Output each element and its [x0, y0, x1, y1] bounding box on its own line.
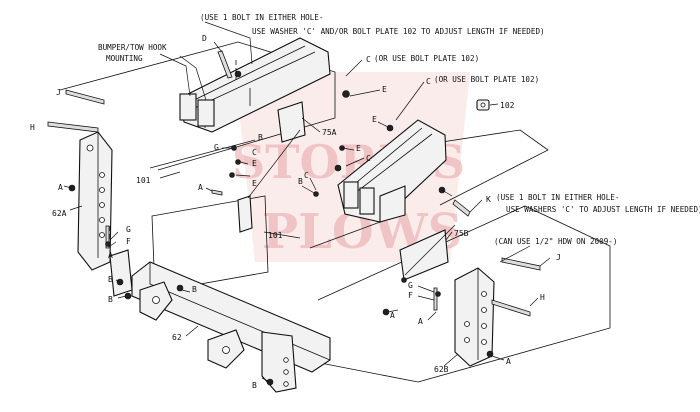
label-G-right: G: [408, 281, 413, 290]
note-c-plate-1: (OR USE BOLT PLATE 102): [374, 54, 479, 63]
ref-plane-right-top: [389, 129, 549, 206]
label-H-left: H: [30, 123, 35, 132]
rod-101-left: [149, 139, 256, 169]
label-B-center: B: [298, 177, 303, 186]
label-A-left2: A: [108, 251, 113, 260]
label-B-left3: B: [192, 285, 197, 294]
side-bracket-62A: [77, 131, 113, 271]
label-E-c1: E: [356, 144, 361, 153]
label-101-center: 101: [268, 231, 283, 240]
label-B-mid: B: [258, 133, 263, 142]
label-75A: 75A: [322, 128, 337, 137]
label-B-left: B: [108, 275, 113, 284]
label-C-center: C: [304, 171, 309, 180]
ref-plane-top: [59, 41, 336, 171]
label-62: 62: [172, 333, 182, 342]
label-62A: 62A: [52, 209, 67, 218]
bracket-75A-strap: [247, 129, 301, 199]
label-F-left: F: [126, 237, 131, 246]
label-C-top: C: [366, 55, 371, 64]
label-A-bottom: A: [506, 357, 511, 366]
label-C-c1: C: [366, 154, 371, 163]
label-A-mid: A: [198, 183, 203, 192]
bolt-plate-102: [476, 99, 490, 111]
bracket-75B-strap: [404, 224, 456, 276]
label-J-right: J: [556, 253, 561, 262]
label-E-mid2: E: [252, 159, 257, 168]
label-H-right: H: [540, 293, 545, 302]
label-75B: 75B: [454, 229, 469, 238]
label-K: K: [486, 195, 491, 204]
bracket-75A-lower: [237, 195, 253, 233]
label-C-mid: C: [252, 148, 257, 157]
label-G-mid: G: [214, 143, 219, 152]
note-c-plate-2: (OR USE BOLT PLATE 102): [434, 75, 539, 84]
label-A-left: A: [58, 183, 63, 192]
leader-lines: [63, 21, 551, 383]
label-E-mid: E: [372, 115, 377, 124]
label-B-bottom: B: [252, 381, 257, 390]
note-right-line1: (USE 1 BOLT IN EITHER HOLE-: [496, 193, 619, 202]
label-62B: 62B: [434, 365, 449, 374]
label-C-right: C: [426, 77, 431, 86]
note-right-line2: USE WASHERS 'C' TO ADJUST LENGTH IF NEED…: [506, 205, 700, 214]
label-D: D: [202, 34, 207, 43]
label-101-left: 101: [136, 176, 151, 185]
label-F-right: F: [408, 291, 413, 300]
label-E-top: E: [382, 85, 387, 94]
note-hdw: (CAN USE 1/2" HDW ON 2009-): [494, 237, 617, 246]
note-top-line2: USE WASHER 'C' AND/OR BOLT PLATE 102 TO …: [252, 27, 545, 36]
hardware-bolts: [47, 50, 541, 317]
note-bumper-line2: MOUNTING: [106, 54, 143, 63]
label-B-left2: B: [108, 295, 113, 304]
notes: (USE 1 BOLT IN EITHER HOLE- USE WASHER '…: [98, 13, 700, 246]
label-G-left: G: [126, 225, 131, 234]
receiver-crossbar-62: [109, 249, 331, 393]
label-A-right-lower: A: [390, 311, 395, 320]
note-top-line1: (USE 1 BOLT IN EITHER HOLE-: [200, 13, 323, 22]
right-frame-rail: [337, 119, 447, 223]
label-A-right: A: [418, 317, 423, 326]
part-labels: D C E C J H E 102 75A E C G E C B 101 A …: [30, 34, 561, 390]
left-frame-rail: [179, 37, 331, 133]
ref-plane-right: [304, 205, 611, 383]
note-bumper-line1: BUMPER/TOW HOOK: [98, 43, 167, 52]
label-102: 102: [500, 101, 515, 110]
rod-101-center: [309, 221, 381, 249]
label-E-center: E: [252, 179, 257, 188]
label-J-left: J: [56, 88, 61, 97]
bracket-75B: [399, 229, 449, 281]
